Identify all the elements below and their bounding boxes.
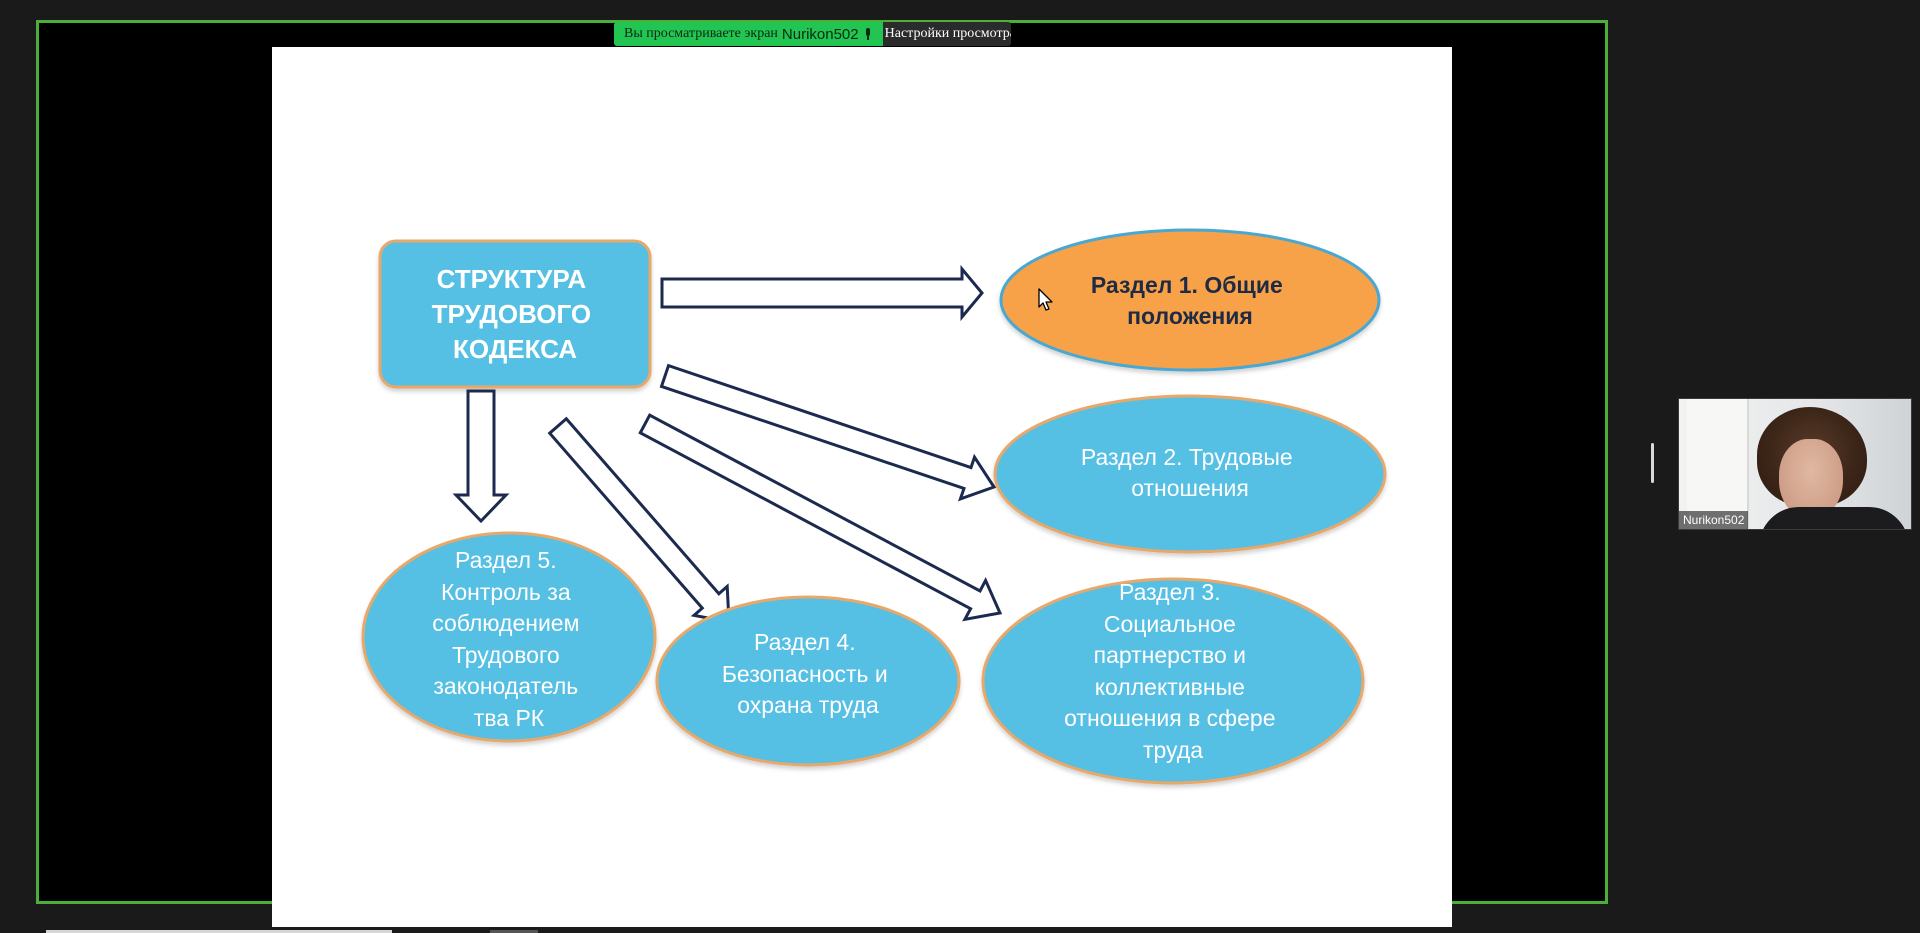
section-2-label: Раздел 2. Трудовые отношения xyxy=(1081,444,1299,501)
arrow-to-section-1 xyxy=(660,264,984,322)
arrow-to-section-4 xyxy=(547,416,731,624)
section-2-ellipse xyxy=(993,394,1387,554)
participant-body xyxy=(1759,507,1909,529)
video-background-door xyxy=(1687,399,1749,529)
arrow-to-section-2 xyxy=(659,363,997,502)
main-box-line: СТРУКТУРА xyxy=(437,264,587,294)
panel-resize-handle[interactable] xyxy=(1651,443,1654,483)
section-1-label: Раздел 1. Общие положения xyxy=(1091,272,1289,329)
viewing-prefix: Вы просматриваете экран xyxy=(624,26,778,41)
section-5-label: Раздел 5. Контроль за соблюдением Трудов… xyxy=(432,547,586,731)
arrow-to-section-5 xyxy=(452,389,510,524)
shared-screen-frame: СТРУКТУРА ТРУДОВОГО КОДЕКСА xyxy=(36,20,1608,927)
participant-name-label: Nurikon502 xyxy=(1679,511,1749,529)
mouse-pointer-icon xyxy=(1038,288,1053,311)
main-box-line: КОДЕКСА xyxy=(453,334,577,364)
section-4-label: Раздел 4. Безопасность и охрана труда xyxy=(722,629,894,718)
participant-face xyxy=(1779,439,1843,519)
view-options-button[interactable]: Настройки просмотра xyxy=(882,22,1011,46)
section-5-ellipse xyxy=(361,531,657,743)
main-structure-box xyxy=(378,239,652,389)
presenter-name: Nurikon502 xyxy=(781,25,859,43)
main-box-line: ТРУДОВОГО xyxy=(432,299,591,329)
bottom-toolbar-edge-2 xyxy=(490,930,538,933)
viewing-notice: Вы просматриваете экран Nurikon502 xyxy=(614,22,883,46)
section-3-ellipse xyxy=(981,577,1365,785)
arrow-to-section-3 xyxy=(638,413,1003,622)
section-1-ellipse xyxy=(999,228,1381,372)
slide-diagram: СТРУКТУРА ТРУДОВОГО КОДЕКСА xyxy=(361,228,1387,785)
bottom-toolbar-edge xyxy=(46,930,392,933)
section-3-label: Раздел 3. Социальное партнерство и колле… xyxy=(1064,579,1282,763)
screen-share-banner: Вы просматриваете экран Nurikon502 Настр… xyxy=(614,22,1011,46)
presentation-slide: СТРУКТУРА ТРУДОВОГО КОДЕКСА xyxy=(272,47,1452,927)
section-4-ellipse xyxy=(655,595,961,767)
main-box-label: СТРУКТУРА ТРУДОВОГО КОДЕКСА xyxy=(432,264,599,364)
microphone-icon xyxy=(863,27,873,41)
view-options-label: Настройки просмотра xyxy=(884,26,1011,41)
participant-video-tile[interactable]: Nurikon502 xyxy=(1678,398,1912,530)
